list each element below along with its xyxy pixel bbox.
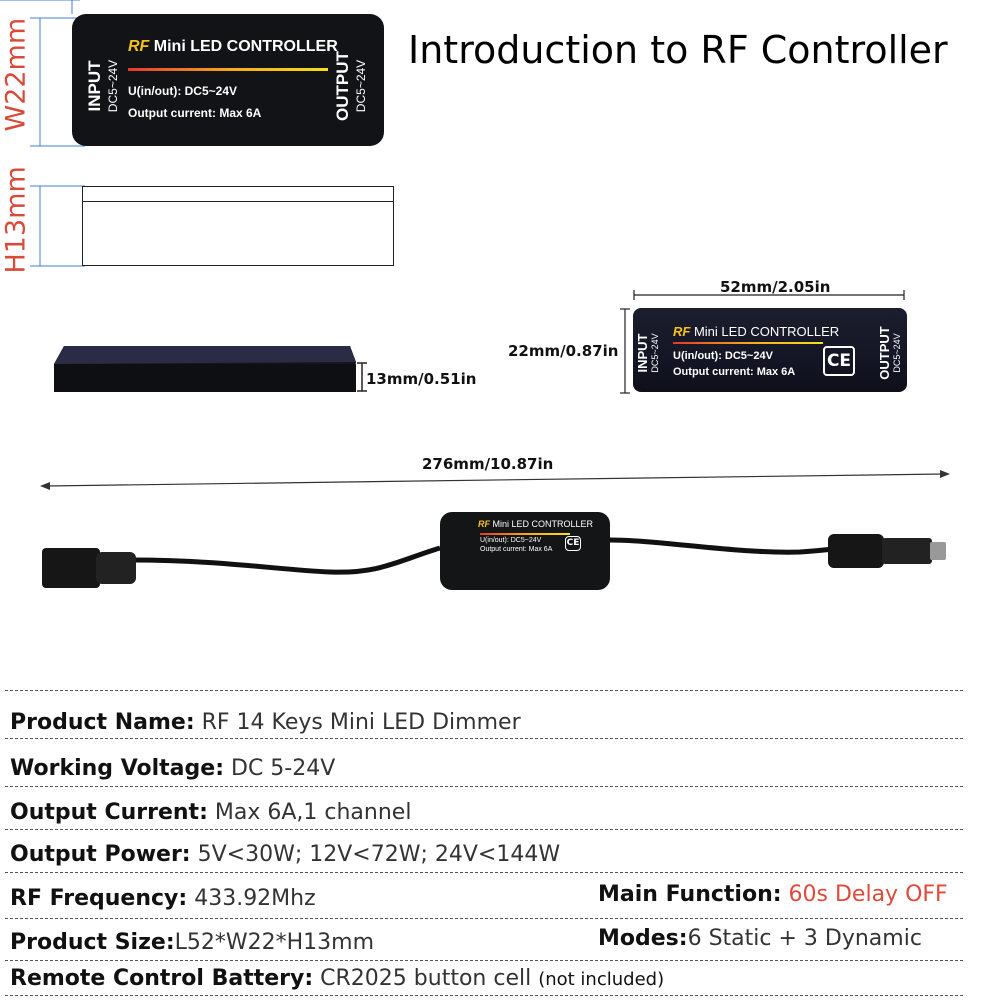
spec-value: 6 Static + 3 Dynamic — [687, 926, 922, 951]
spec-label: Product Size: — [10, 930, 175, 955]
spec-value: RF 14 Keys Mini LED Dimmer — [201, 710, 521, 735]
output-label: OUTPUT — [333, 51, 352, 121]
spec-main-function: Main Function: 60s Delay OFF — [598, 882, 948, 907]
length-label: 52mm/2.05in — [720, 278, 831, 296]
width-inch-label: 22mm/0.87in — [508, 342, 619, 360]
output-side-label: OUTPUT DC5~24V — [333, 42, 370, 130]
divider — [5, 786, 963, 787]
spec-value: 5V<30W; 12V<72W; 24V<144W — [197, 842, 561, 867]
side-height-label: 13mm/0.51in — [366, 370, 477, 388]
cable-length-arrow — [40, 470, 950, 490]
photo-input-voltage: DC5~24V — [650, 333, 660, 373]
spec-value: CR2025 button cell — [320, 966, 532, 991]
spec-value: Max 6A,1 channel — [214, 800, 412, 825]
photo-input-label: INPUT DC5~24V — [635, 323, 662, 383]
input-side-label: INPUT DC5~24V — [85, 42, 122, 130]
spec-value: L52*W22*H13mm — [174, 930, 375, 955]
spec-rf-frequency: RF Frequency: 433.92Mhz — [10, 886, 316, 911]
cable-spec-voltage: U(in/out): DC5~24V — [480, 537, 542, 544]
spec-product-name: Product Name: RF 14 Keys Mini LED Dimmer — [10, 710, 521, 735]
spec-label: RF Frequency: — [10, 886, 188, 911]
photo-output-voltage: DC5~24V — [892, 333, 902, 373]
output-voltage: DC5~24V — [354, 59, 368, 113]
cable-controller-title: Mini LED CONTROLLER — [492, 519, 594, 529]
spec-label: Modes: — [598, 926, 688, 951]
spec-battery: Remote Control Battery: CR2025 button ce… — [10, 966, 664, 991]
photo-output-label: OUTPUT DC5~24V — [877, 323, 904, 383]
length-bracket — [633, 290, 905, 300]
divider — [5, 960, 963, 961]
photo-input-text: INPUT — [635, 333, 650, 373]
divider — [5, 872, 963, 873]
spec-modes: Modes:6 Static + 3 Dynamic — [598, 926, 922, 951]
controller-side-outline — [82, 186, 394, 266]
photo-title: Mini LED CONTROLLER — [693, 324, 840, 339]
width-dimension-label: W22mm — [0, 17, 32, 132]
spec-current: Output current: Max 6A — [128, 106, 262, 120]
photo-spec-current: Output current: Max 6A — [673, 366, 796, 378]
controller-top-view: INPUT DC5~24V RF Mini LED CONTROLLER U(i… — [72, 14, 384, 146]
photo-spec-voltage: U(in/out): DC5~24V — [673, 350, 773, 362]
divider — [5, 829, 963, 830]
divider — [5, 738, 963, 739]
cable-length-label: 276mm/10.87in — [422, 455, 554, 473]
spec-output-current: Output Current: Max 6A,1 channel — [10, 800, 411, 825]
rainbow-stripe — [128, 68, 328, 71]
cable-spec-current: Output current: Max 6A — [480, 546, 553, 553]
controller-front-photo: INPUT DC5~24V RF Mini LED CONTROLLER U(i… — [633, 308, 907, 392]
spec-value: 433.92Mhz — [194, 886, 316, 911]
spec-label: Main Function: — [598, 882, 782, 907]
cable-assembly — [42, 512, 946, 590]
controller-side-photo — [54, 346, 356, 392]
spec-note: (not included) — [538, 969, 665, 990]
spec-label: Output Power: — [10, 842, 191, 867]
width-bracket — [620, 308, 630, 394]
spec-label: Remote Control Battery: — [10, 966, 314, 991]
controller-header: RF Mini LED CONTROLLER — [128, 38, 338, 56]
height-dimension-label: H13mm — [0, 166, 32, 274]
cable-ce-mark: CE — [565, 536, 581, 551]
ce-mark: CE — [823, 346, 855, 376]
side-height-bracket — [357, 362, 367, 392]
page-title: Introduction to RF Controller — [408, 28, 948, 72]
spec-working-voltage: Working Voltage: DC 5-24V — [10, 756, 335, 781]
divider — [5, 690, 963, 691]
input-label: INPUT — [85, 60, 104, 112]
cable-controller-header: RF Mini LED CONTROLLER — [478, 519, 593, 529]
photo-rainbow-stripe — [673, 342, 823, 344]
photo-rf-logo: RF — [673, 324, 691, 339]
rf-brand-logo: RF — [128, 38, 150, 55]
spec-value: 60s Delay OFF — [788, 882, 948, 907]
cable-rf-logo: RF — [478, 519, 490, 529]
spec-product-size: Product Size:L52*W22*H13mm — [10, 930, 374, 955]
spec-value: DC 5-24V — [231, 756, 336, 781]
input-voltage: DC5~24V — [106, 59, 120, 113]
photo-output-text: OUTPUT — [877, 326, 892, 380]
photo-header: RF Mini LED CONTROLLER — [673, 324, 839, 339]
spec-label: Working Voltage: — [10, 756, 224, 781]
divider — [5, 995, 963, 996]
controller-title: Mini LED CONTROLLER — [153, 38, 338, 55]
spec-label: Product Name: — [10, 710, 195, 735]
cable-rainbow-stripe — [480, 533, 570, 535]
spec-voltage: U(in/out): DC5~24V — [128, 84, 238, 98]
divider — [5, 918, 963, 919]
spec-output-power: Output Power: 5V<30W; 12V<72W; 24V<144W — [10, 842, 560, 867]
spec-label: Output Current: — [10, 800, 208, 825]
